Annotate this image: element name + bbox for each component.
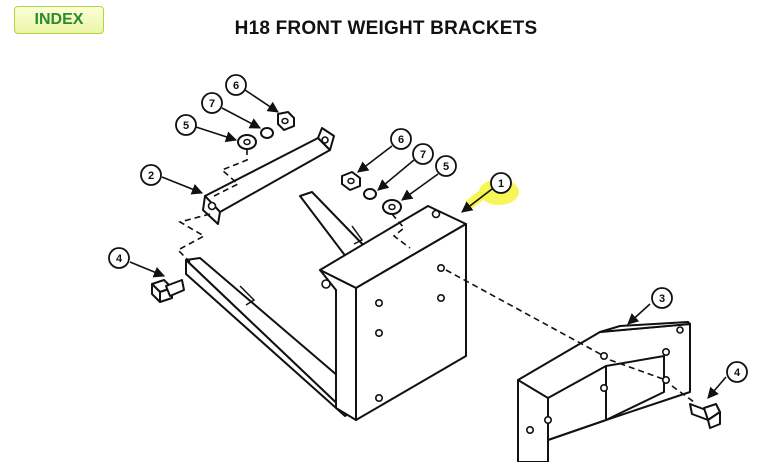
assembly-line-middle <box>391 213 411 249</box>
rear-bracket-part-3 <box>517 321 691 462</box>
callout-1: 1 <box>490 172 512 194</box>
svg-text:4: 4 <box>116 253 123 265</box>
callout-4-right: 4 <box>726 361 748 383</box>
washer-upper-part-5 <box>237 134 257 150</box>
callout-7-middle: 7 <box>412 143 434 165</box>
bolt-left-part-4 <box>151 279 185 303</box>
upper-bracket-part-2 <box>202 127 335 225</box>
svg-text:7: 7 <box>420 149 426 161</box>
nut-upper-part-6 <box>277 111 295 131</box>
callout-3: 3 <box>651 287 673 309</box>
index-button[interactable]: INDEX <box>14 6 104 34</box>
nut-middle-part-6 <box>341 171 361 191</box>
assembly-line-left <box>176 213 211 263</box>
callout-5-middle: 5 <box>435 155 457 177</box>
page-title: H18 FRONT WEIGHT BRACKETS <box>234 18 538 39</box>
callout-4-left: 4 <box>108 247 130 269</box>
assembly-line-right <box>671 385 695 403</box>
svg-text:3: 3 <box>659 293 665 305</box>
bolt-right-part-4 <box>689 403 721 429</box>
lockwasher-upper-part-7 <box>260 127 274 139</box>
callout-2: 2 <box>140 164 162 186</box>
callout-7-upper: 7 <box>201 92 223 114</box>
svg-text:5: 5 <box>443 161 449 173</box>
svg-text:5: 5 <box>183 120 189 132</box>
lockwasher-middle-part-7 <box>363 188 377 200</box>
svg-text:2: 2 <box>148 170 154 182</box>
svg-text:6: 6 <box>233 80 239 92</box>
callout-5-upper: 5 <box>175 114 197 136</box>
svg-text:6: 6 <box>398 134 404 146</box>
svg-text:7: 7 <box>209 98 215 110</box>
main-bracket-part-1 <box>185 191 467 421</box>
washer-middle-part-5 <box>382 199 402 215</box>
svg-text:1: 1 <box>498 178 504 190</box>
callout-6-upper: 6 <box>225 74 247 96</box>
assembly-line-long <box>445 269 605 357</box>
svg-text:4: 4 <box>734 367 741 379</box>
callout-6-middle: 6 <box>390 128 412 150</box>
